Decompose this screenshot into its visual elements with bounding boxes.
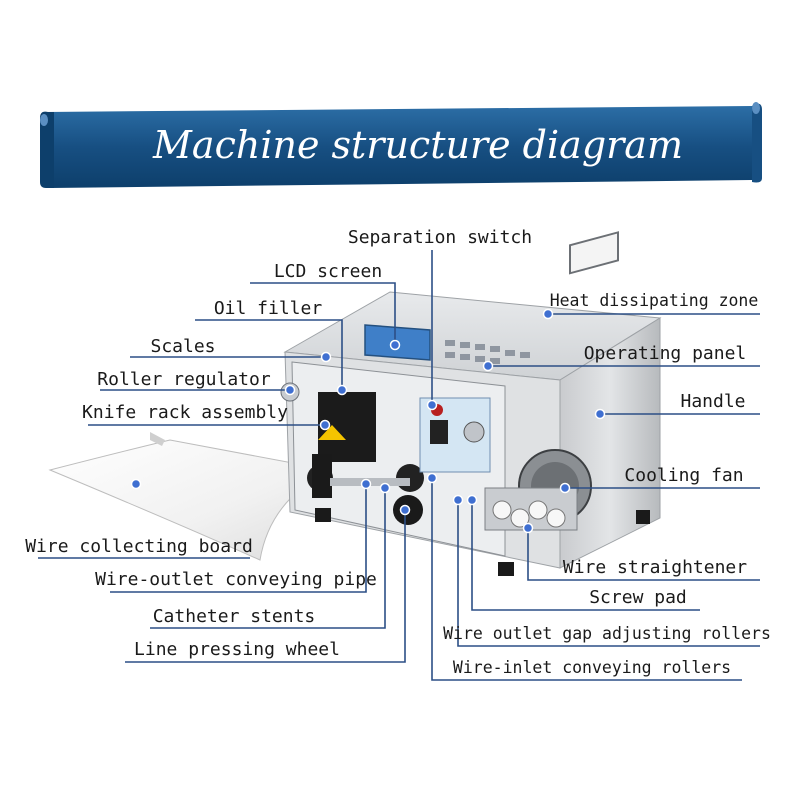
leader-lines xyxy=(38,250,760,681)
dot-wire-inlet-conveying-rollers xyxy=(426,472,438,484)
dot-wire-outlet-conveying-pipe xyxy=(360,478,372,490)
label-screw-pad: Screw pad xyxy=(589,587,687,608)
leader-catheter-stents xyxy=(150,488,386,629)
label-scales: Scales xyxy=(150,336,215,357)
leader-oil-filler xyxy=(195,319,343,390)
machine-illustration xyxy=(48,231,662,576)
leader-line-pressing-wheel xyxy=(125,510,406,663)
label-catheter-stents: Catheter stents xyxy=(153,606,316,627)
leader-wire-outlet-conveying-pipe xyxy=(110,484,367,593)
dot-operating-panel xyxy=(482,360,494,372)
dot-catheter-stents xyxy=(379,482,391,494)
label-heat-dissipating-zone: Heat dissipating zone xyxy=(550,291,759,310)
leader-wire-straightener xyxy=(527,528,760,581)
dot-cooling-fan xyxy=(559,482,571,494)
dot-lcd-screen xyxy=(389,339,401,351)
label-wire-inlet-conveying-rollers: Wire-inlet conveying rollers xyxy=(453,658,731,677)
dot-heat-dissipating-zone xyxy=(542,308,554,320)
label-handle: Handle xyxy=(680,391,745,412)
dot-knife-rack-assembly xyxy=(319,419,331,431)
dot-wire-outlet-gap-adjusting-rollers xyxy=(452,494,464,506)
leader-wire-inlet-conveying-rollers xyxy=(431,478,742,681)
dot-scales xyxy=(320,351,332,363)
dot-handle xyxy=(594,408,606,420)
label-wire-straightener: Wire straightener xyxy=(563,557,747,578)
dot-wire-collecting-board xyxy=(130,478,142,490)
label-wire-outlet-gap-adjusting-rollers: Wire outlet gap adjusting rollers xyxy=(443,624,771,643)
label-oil-filler: Oil filler xyxy=(214,298,323,319)
label-wire-collecting-board: Wire collecting board xyxy=(25,536,253,557)
title-banner: Machine structure diagram xyxy=(40,102,762,188)
label-lcd-screen: LCD screen xyxy=(274,261,382,282)
label-cooling-fan: Cooling fan xyxy=(624,465,743,486)
label-operating-panel: Operating panel xyxy=(584,343,747,364)
label-line-pressing-wheel: Line pressing wheel xyxy=(134,639,340,660)
title-text: Machine structure diagram xyxy=(152,123,683,167)
dot-line-pressing-wheel xyxy=(399,504,411,516)
leader-screw-pad xyxy=(471,500,700,611)
dot-oil-filler xyxy=(336,384,348,396)
marker-dots xyxy=(130,308,606,534)
leader-lcd-screen xyxy=(250,282,396,345)
handle-shape xyxy=(569,231,619,275)
wire-collecting-board-shape xyxy=(48,439,332,561)
label-roller-regulator: Roller regulator xyxy=(97,369,271,390)
part-labels: Separation switch LCD screen Oil filler … xyxy=(25,227,771,677)
label-wire-outlet-conveying-pipe: Wire-outlet conveying pipe xyxy=(95,569,377,590)
dot-screw-pad xyxy=(466,494,478,506)
dot-roller-regulator xyxy=(284,384,296,396)
label-separation-switch: Separation switch xyxy=(348,227,532,248)
leader-wire-outlet-gap-adjusting-rollers xyxy=(457,500,760,647)
dot-separation-switch xyxy=(426,399,438,411)
operating-panel-keys xyxy=(445,340,530,364)
dot-wire-straightener xyxy=(522,522,534,534)
label-knife-rack-assembly: Knife rack assembly xyxy=(82,402,288,423)
